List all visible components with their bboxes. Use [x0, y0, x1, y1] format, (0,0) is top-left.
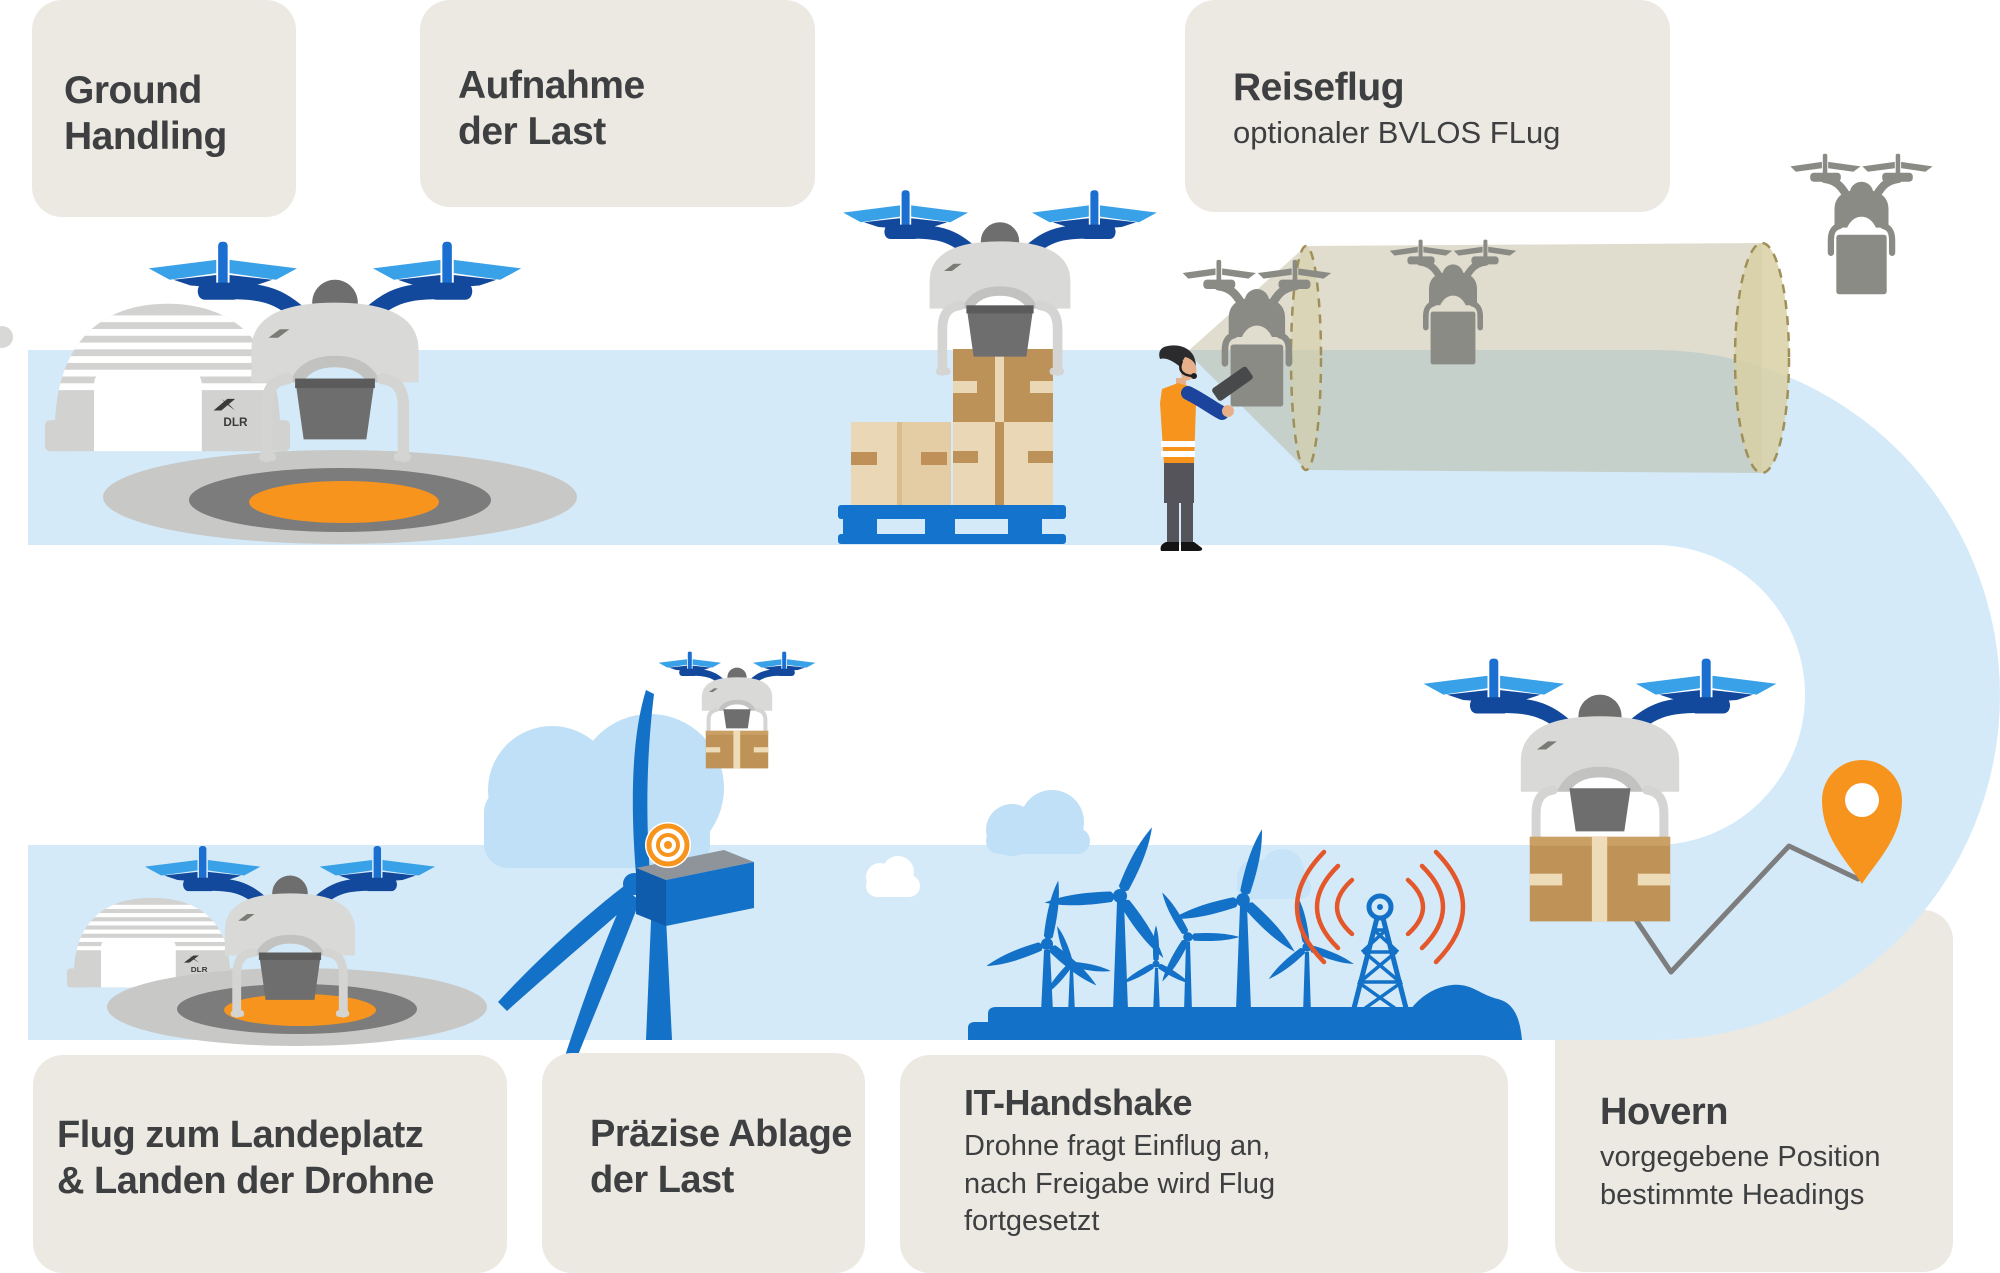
tablet-icon: [1212, 366, 1253, 401]
signal-waves-icon: [1294, 849, 1466, 965]
drone-silhouette-icon: [1790, 154, 1932, 294]
route-zigzag-line: [1625, 843, 1861, 975]
stage-title: Ground Handling: [64, 68, 227, 158]
stage-card-hovern: Hovern vorgegebene Position bestimmte He…: [1555, 1052, 1953, 1272]
location-pin-icon: [1822, 760, 1902, 884]
cloud-icon: [986, 790, 1090, 856]
wind-farm: [968, 798, 1522, 1040]
scene-it-handshake: [968, 790, 1522, 1040]
stage-title: Aufnahme der Last: [458, 63, 645, 153]
operator-person: [1159, 345, 1253, 551]
stage-body: Drohne fragt Einflug an, nach Freigabe w…: [964, 1130, 1276, 1238]
cargo-boxes: [851, 349, 1053, 505]
radio-tower-icon: [1349, 893, 1411, 1018]
stage-card-flug-landeplatz: Flug zum Landeplatz & Landen der Drohne: [33, 1055, 507, 1273]
stage-card-reiseflug: Reiseflug optionaler BVLOS FLug: [1185, 0, 1670, 212]
stage-card-it-handshake: IT-Handshake Drohne fragt Einflug an, na…: [900, 1055, 1508, 1273]
stage-card-aufnahme: Aufnahme der Last: [420, 0, 815, 207]
scene-praezise-ablage: [484, 652, 920, 1060]
delivery-drone-icon: [843, 190, 1157, 375]
stage-card-praezise-ablage: Präzise Ablage der Last: [542, 1053, 865, 1273]
stage-title: Hovern: [1600, 1090, 1728, 1133]
stage-title: IT-Handshake: [964, 1081, 1193, 1123]
scene-flug-landeplatz: [67, 846, 487, 1046]
hill: [1398, 984, 1522, 1040]
stage-title: Flug zum Landeplatz & Landen der Drohne: [57, 1114, 434, 1202]
landing-pad-icon: [103, 450, 577, 544]
stage-title: Reiseflug: [1233, 66, 1405, 110]
decorative-dot: [0, 326, 13, 348]
wind-turbine-large-icon: [498, 690, 754, 1060]
pallet-icon: [838, 505, 1066, 544]
stage-subtitle: optionaler BVLOS FLug: [1233, 114, 1561, 150]
scene-aufnahme-der-last: [838, 190, 1157, 544]
cloud-icon: [866, 856, 920, 897]
stage-card-ground-handling: Ground Handling: [32, 0, 296, 217]
stage-title: Präzise Ablage der Last: [590, 1113, 852, 1201]
ground-bar: [968, 1007, 1510, 1040]
scene-hovern: [1424, 659, 1902, 975]
landing-target-icon: [645, 822, 691, 868]
stage-body: vorgegebene Position bestimmte Headings: [1600, 1141, 1881, 1211]
scene-ground-handling: [45, 242, 577, 544]
